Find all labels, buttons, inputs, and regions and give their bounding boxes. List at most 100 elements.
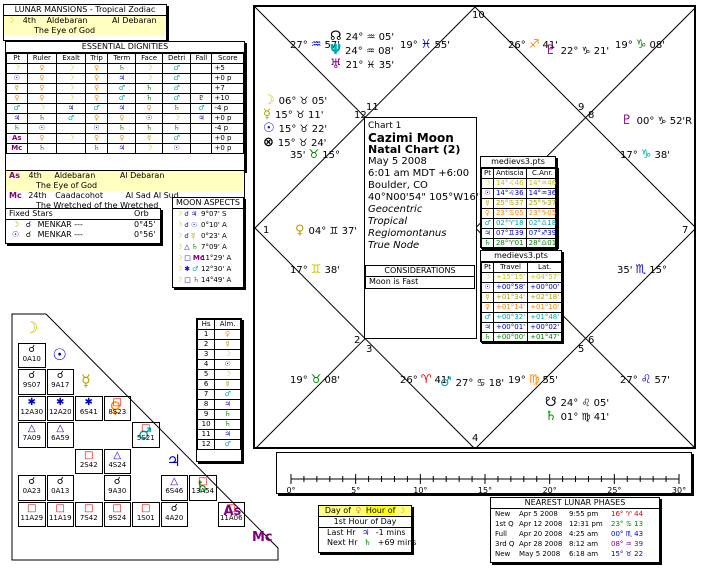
house-cusp: 19°♓55' <box>400 37 450 51</box>
saturn-icon: ♄ <box>481 332 494 343</box>
house-cusp: 26°♈41' <box>400 372 450 386</box>
travel-cell: +00°32' <box>492 312 529 323</box>
jupiter-icon: ♃ <box>6 113 28 124</box>
saturn-icon: ♄ <box>195 477 210 496</box>
aspect-orb: 4S24 <box>108 460 127 469</box>
chart-info-line: Tropical <box>368 216 408 227</box>
last-hour-row: Last Hr ♃ -1 mins <box>327 528 406 537</box>
considerations-text: Moon is Fast <box>369 277 419 286</box>
planet-position: ♇22° ♑ 21' <box>545 43 609 58</box>
almuten-row: 4☉ <box>196 359 241 370</box>
fixed-star-row: ☉ ☌ MENKAR --- 0°56' <box>12 230 156 239</box>
aspect-orb: 9A30 <box>108 487 127 495</box>
scale-tick-label: 30° <box>672 486 686 493</box>
travel-row: ♀+01°14'+01°10' <box>481 302 563 313</box>
aspect-cell: □2S42 <box>75 448 103 474</box>
dignity-cell: ♀ <box>84 83 109 94</box>
chart-info-line: Geocentric <box>368 204 423 215</box>
dignity-cell: ♂ <box>107 93 137 104</box>
north-node-icon: ☊ <box>330 29 342 44</box>
aspect-cell: △7A09 <box>18 422 46 448</box>
lunar-phase-cell: 08° ♒ 39 <box>611 540 644 548</box>
aspect-orb: 0A10 <box>22 354 41 363</box>
aspect-cell: △4S24 <box>103 448 131 474</box>
dignity-cell: ♃ <box>190 113 213 124</box>
dignities-row: ♄☉☉♄♄♄-4 p <box>6 123 244 134</box>
moon-icon: ☽ <box>263 93 275 108</box>
cusp-minute: 41' <box>542 40 558 51</box>
aspect-cell: ☌9S07 <box>18 369 46 395</box>
moon-icon: ☽ <box>6 63 28 74</box>
cusp-degree: 35' <box>617 265 633 276</box>
ascendant-glyph: As <box>223 503 242 519</box>
dignity-cell <box>190 133 213 144</box>
sun-icon: ☉ <box>481 282 494 293</box>
planet-position: ☊24° ♒ 05' <box>330 29 394 44</box>
dignity-cell: ♂ <box>107 83 137 94</box>
planet-position: ⊗15° ♉ 24' <box>263 135 326 150</box>
ascendant-glyph: As <box>6 133 28 144</box>
antiscia-cell: 07°♊39 <box>492 228 527 239</box>
sun-icon: ☉ <box>12 230 20 239</box>
lunar-phase-cell: 3rd Q <box>495 540 515 548</box>
dignities-row: ♂☽♃♂♃♀♄♂-4 p <box>6 103 244 114</box>
lunar-phase-cell: Apr 20 2008 <box>519 530 563 538</box>
scale-tick-label: 0° <box>286 486 295 493</box>
house-number: 7 <box>682 225 689 236</box>
venus-icon: ♀ <box>6 93 28 104</box>
cusp-degree: 27° <box>290 40 308 51</box>
aspect-cell: ☌0A10 <box>18 342 46 368</box>
saturn-icon: ♄ <box>191 243 198 251</box>
zodiac-sign-icon: ♒ <box>310 37 322 51</box>
dignity-cell: ☉ <box>84 123 109 134</box>
jupiter-icon: ♃ <box>481 228 494 239</box>
aspect-symbol: ✱ <box>84 396 93 408</box>
antiscia-header-cell: C.Anr. <box>525 168 560 179</box>
zodiac-sign-icon: ♍ <box>528 372 540 386</box>
moon-icon: ☽ <box>176 276 183 284</box>
dignity-cell: ♄ <box>135 93 163 104</box>
aspect-symbol: □ <box>55 502 65 514</box>
travel-row: ♂+00°32'+01°48' <box>481 312 563 323</box>
almuten-table: Hs Alm. 1♀2☿3☽4☉5☽6☿7♂8♃9♄10♄11♃12♂ <box>196 319 241 450</box>
cusp-degree: 27° <box>620 375 638 386</box>
aspect-cell: ☌9A30 <box>103 475 131 501</box>
planet-degree: 04° ♊ 37' <box>308 226 358 237</box>
lunar-phase-cell: 8:12 am <box>569 540 599 548</box>
cusp-degree: 19° <box>615 40 633 51</box>
dignity-cell: ☽ <box>161 113 192 124</box>
fixed-stars-header: Fixed Stars Orb <box>6 209 160 220</box>
antiscia-cell: 25°♑37 <box>525 198 560 209</box>
zodiac-sign-icon: ♌ <box>640 372 652 386</box>
aspect-cell: ☌0A13 <box>46 475 74 501</box>
antiscia-header-cell: Antiscia <box>492 168 527 179</box>
planet-degree: 01° ♍ 41' <box>560 412 610 423</box>
travel-cell: +15°15' <box>492 272 529 283</box>
travel-row: ♃+00°01'+00°02' <box>481 322 563 333</box>
house-number: 1 <box>263 225 270 236</box>
dignity-cell: ☽ <box>56 133 86 144</box>
dignity-cell: +0 p <box>211 73 244 84</box>
house-cusp: 35'♏15° <box>617 262 667 276</box>
travel-cell: +04°57' <box>527 272 563 283</box>
cusp-minute: 38' <box>324 265 340 276</box>
lunar-phase-cell: 16° ♈ 44 <box>611 510 644 518</box>
lunar-phase-cell: Apr 12 2008 <box>519 520 563 528</box>
travel-cell: +01°10' <box>527 302 563 313</box>
aspect-symbol: ☌ <box>28 476 36 487</box>
venus-icon: ♀ <box>295 223 305 238</box>
moon-icon: ☽ <box>12 220 20 229</box>
aspect-orb: 9S07 <box>22 381 41 389</box>
lunar-phase-cell: 9:55 pm <box>569 510 599 518</box>
aspect-orb: 6S41 <box>79 407 98 416</box>
aspect-icon: ☌ <box>184 221 189 229</box>
dignity-cell: +0 p <box>211 133 244 144</box>
saturn-icon: ♄ <box>364 538 372 547</box>
house-number: 8 <box>588 110 595 121</box>
dignities-row: ♃♄♂♀♀☉☽♃+0 p <box>6 113 244 124</box>
